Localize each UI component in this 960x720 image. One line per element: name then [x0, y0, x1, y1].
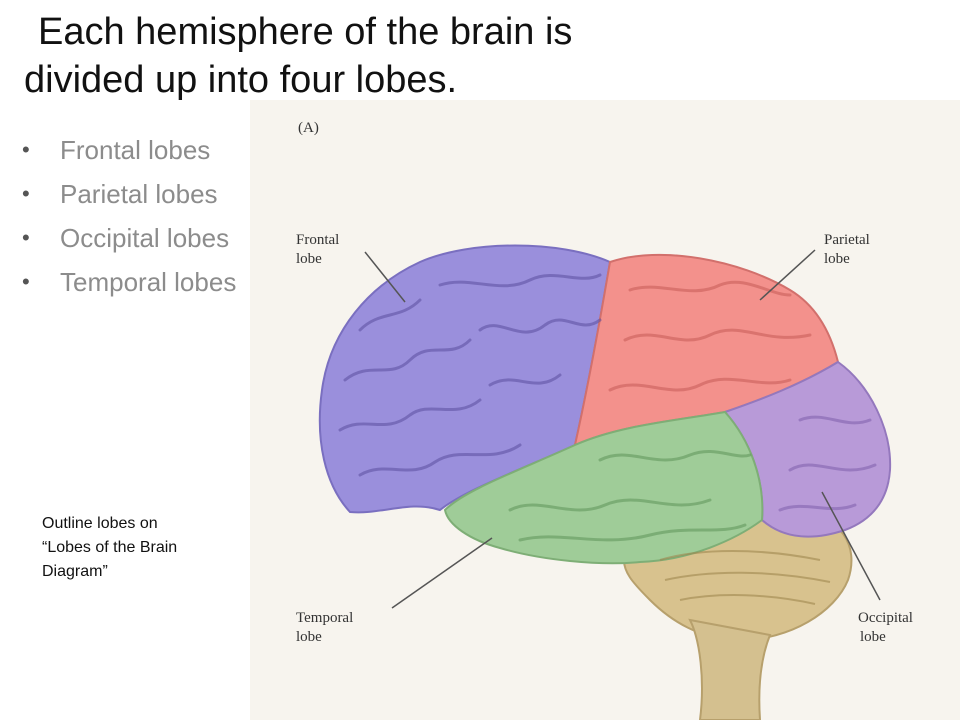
bullet-frontal: Frontal lobes — [22, 128, 236, 172]
bullet-temporal: Temporal lobes — [22, 260, 236, 304]
temporal-label-line2: lobe — [296, 629, 322, 645]
gyri-texture — [338, 273, 602, 477]
occipital-label-line2: lobe — [860, 629, 886, 645]
note-line2: “Lobes of the Brain — [42, 539, 178, 556]
bullet-occipital: Occipital lobes — [22, 216, 236, 260]
temporal-lobe-region — [443, 410, 764, 565]
frontal-label-line2: lobe — [296, 251, 322, 267]
frontal-label-line1: Frontal — [296, 232, 339, 248]
brain-stem-region — [688, 618, 772, 720]
frontal-leader-line — [364, 251, 406, 303]
occipital-label-line1: Occipital — [858, 610, 913, 626]
parietal-label-line2: lobe — [824, 251, 850, 267]
slide-title: Each hemisphere of the brain is divided … — [24, 8, 784, 104]
bullet-parietal: Parietal lobes — [22, 172, 236, 216]
lobe-bullet-list: Frontal lobes Parietal lobes Occipital l… — [22, 128, 236, 304]
figure-tag: (A) — [298, 120, 319, 136]
temporal-leader-line — [391, 537, 493, 609]
parietal-leader-line — [759, 249, 816, 301]
note-line1: Outline lobes on — [42, 515, 158, 532]
occipital-lobe-region — [723, 360, 892, 538]
slide-title-line1: Each hemisphere of the brain is — [38, 11, 573, 53]
slide-title-line2: divided up into four lobes. — [24, 59, 458, 101]
note-line3: Diagram” — [42, 563, 108, 580]
occipital-leader-line — [821, 491, 881, 601]
instruction-note: Outline lobes on “Lobes of the Brain Dia… — [42, 512, 242, 584]
temporal-label-line1: Temporal — [296, 610, 353, 626]
parietal-label-line1: Parietal — [824, 232, 870, 248]
